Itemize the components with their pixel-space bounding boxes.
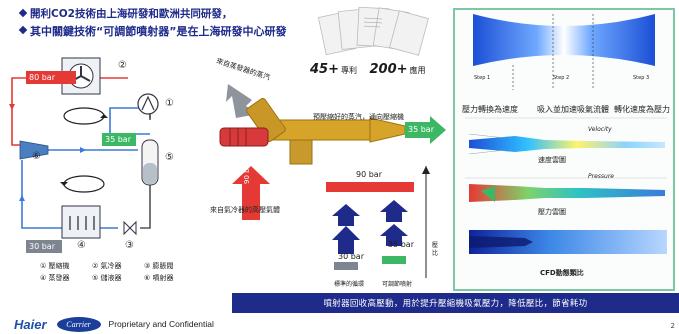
page-number: 2 — [670, 322, 675, 330]
label-gascooler-bar: 90 bar — [243, 161, 251, 184]
legend-item: ② 氣冷器 — [92, 262, 122, 270]
pressure-label-30bar: 30 bar — [26, 240, 62, 253]
pressure-label-35bar: 35 bar — [102, 133, 136, 146]
header-line-2: 其中關鍵技術“可調節噴射器”是在上海研發中心研發 — [30, 25, 287, 38]
component-legend: ① 壓縮機 ② 氣冷器 ③ 膨脹閥 ④ 蒸發器 ⑤ 儲液器 ⑥ 噴射器 — [40, 260, 196, 284]
summary-band: 噴射器回收高壓動，用於提升壓縮機吸氣壓力，降低壓比，節省耗功 — [232, 293, 679, 313]
velocity-caption: 速度雲圖 — [538, 156, 566, 164]
label-outlet: 預壓縮好的蒸汽，通向壓縮機 — [313, 113, 404, 121]
caption-standard: 標準的循環 — [334, 281, 365, 288]
cfd-caption: CFD動態類比 — [540, 269, 584, 277]
marker-6: ⑥ — [32, 151, 41, 162]
legend-item: ⑥ 噴射器 — [144, 274, 174, 282]
step-1-label: Step 1 — [474, 75, 491, 81]
marker-4: ④ — [77, 240, 86, 251]
cfd-graphics — [465, 10, 667, 254]
bar-90 — [326, 182, 414, 192]
pressure-ratio-chart — [326, 166, 430, 278]
footer: Haier Carrier Proprietary and Confidenti… — [0, 314, 679, 334]
ejector-device-illustration — [219, 84, 446, 220]
axis-label-ratio: 壓比 — [432, 242, 439, 257]
marker-1: ① — [165, 98, 174, 109]
application-label: 應用 — [409, 66, 426, 75]
bar-label-35: 35 bar — [388, 240, 414, 249]
marker-5: ⑤ — [165, 152, 174, 163]
bar-35 — [382, 256, 406, 264]
confidential-note: Proprietary and Confidential — [108, 319, 214, 329]
certificates-image — [318, 6, 429, 56]
pressure-label-80bar: 80 bar — [26, 71, 76, 84]
legend-item: ① 壓縮機 — [40, 262, 70, 270]
application-count: 200+ — [369, 62, 408, 77]
bar-label-90: 90 bar — [356, 170, 382, 179]
pressure-caption: 壓力雲圖 — [538, 208, 566, 216]
bar-label-30: 30 bar — [338, 252, 364, 261]
step-2-label: Step 2 — [553, 75, 570, 81]
caption-step2: 吸入並加速吸氣流體 — [537, 105, 609, 114]
legend-item: ⑤ 儲液器 — [92, 274, 122, 282]
refrigeration-cycle-diagram — [9, 57, 159, 239]
caption-step3: 轉化速度為壓力 — [614, 105, 670, 114]
caption-ejector: 可調節噴射 — [382, 281, 413, 288]
patent-count: 45+ — [310, 62, 339, 77]
pressure-title: Pressure — [588, 173, 614, 180]
carrier-logo: Carrier — [56, 316, 101, 332]
marker-2: ② — [118, 60, 127, 71]
label-outlet-bar: 35 bar — [408, 125, 434, 134]
patents-stat: 45+專利 200+應用 — [310, 62, 426, 77]
header-line-1: 開利CO2技術由上海研發和歐洲共同研發， — [30, 8, 233, 20]
velocity-title: Velocity — [588, 126, 612, 133]
haier-logo: Haier — [14, 316, 47, 332]
legend-item: ③ 膨脹閥 — [144, 262, 174, 270]
bar-30 — [334, 262, 358, 270]
marker-3: ③ — [125, 240, 134, 251]
label-from-gascooler: 來自氣冷器的高壓氣體 — [210, 206, 280, 214]
step-3-label: Step 3 — [633, 75, 650, 81]
caption-step1: 壓力轉換為速度 — [462, 105, 518, 114]
legend-item: ④ 蒸發器 — [40, 274, 70, 282]
patent-label: 專利 — [340, 66, 357, 75]
